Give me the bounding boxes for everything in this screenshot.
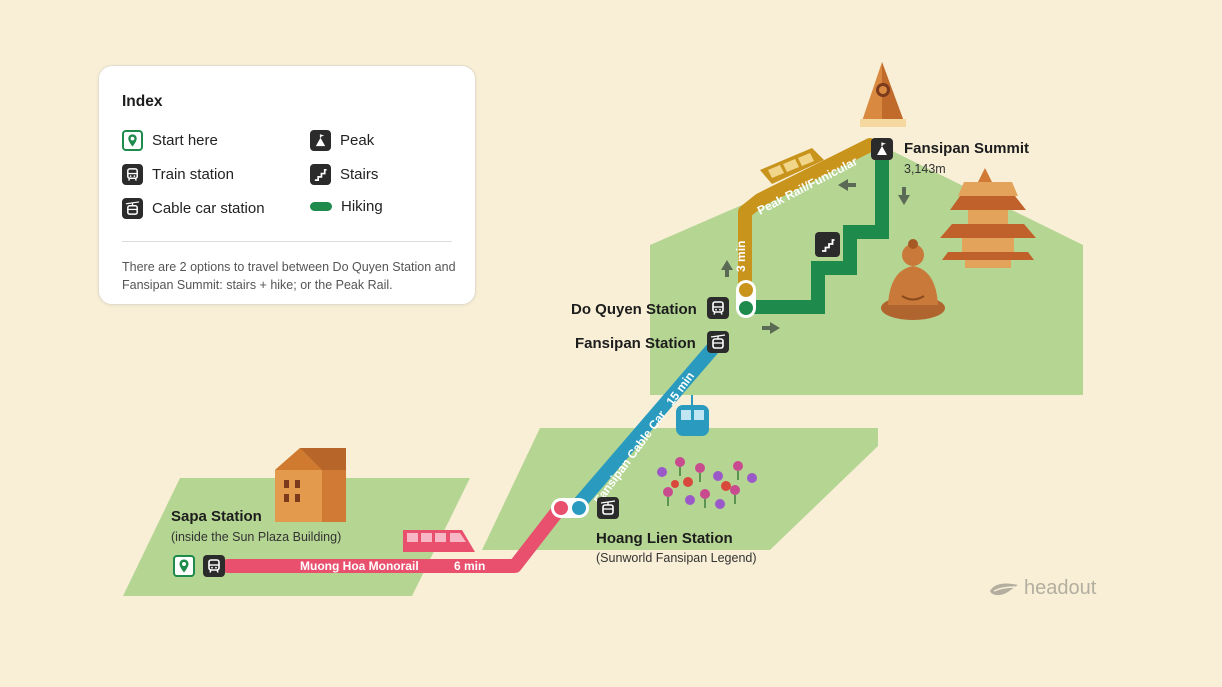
index-divider	[122, 241, 452, 242]
monorail-train-icon	[403, 530, 475, 552]
monorail-route-time: 6 min	[454, 559, 485, 573]
legend-label: Peak	[340, 132, 375, 149]
fansipan-station-name: Fansipan Station	[575, 335, 696, 352]
hoang-lien-station-sub: (Sunworld Fansipan Legend)	[596, 551, 757, 565]
pagoda-icon	[940, 168, 1036, 268]
stairs-icon	[310, 164, 331, 185]
peak-rail-line	[738, 138, 877, 297]
index-legend-card: Index Start here Train station Cable car…	[98, 65, 476, 305]
direction-arrows	[721, 179, 910, 334]
funicular-car-icon	[760, 148, 824, 184]
stairs-marker-icon	[815, 232, 840, 257]
sun-plaza-building-icon	[275, 448, 346, 522]
hoang-lien-station-name: Hoang Lien Station	[596, 530, 733, 547]
sapa-train-station-icon[interactable]	[203, 555, 225, 577]
legend-item-start-here: Start here	[122, 130, 218, 151]
hoang-lien-cable-car-station-icon[interactable]	[597, 497, 619, 519]
legend-label: Cable car station	[152, 200, 265, 217]
do-quyen-station-name: Do Quyen Station	[571, 301, 697, 318]
hiking-line	[752, 155, 889, 314]
arrow-left-icon	[838, 179, 848, 191]
cable-car-line	[571, 333, 727, 512]
hoang-lien-transfer-marker	[551, 498, 589, 518]
headout-logo-text: headout	[1024, 577, 1097, 599]
cable-car-icon	[122, 198, 143, 219]
sapa-station-name: Sapa Station	[171, 508, 262, 525]
buddha-statue-icon	[881, 239, 945, 320]
legend-label: Stairs	[340, 166, 379, 183]
fansipan-cable-car-station-icon[interactable]	[707, 331, 729, 353]
headout-logo: headout	[988, 577, 1096, 600]
fansipan-summit-name: Fansipan Summit	[904, 140, 1030, 157]
index-title: Index	[122, 93, 163, 110]
train-icon	[122, 164, 143, 185]
monorail-route-name: Muong Hoa Monorail	[300, 559, 419, 573]
cable-car-gondola-icon	[676, 395, 709, 436]
arrow-down-icon	[898, 195, 910, 205]
legend-label: Train station	[152, 166, 234, 183]
map-pin-icon	[122, 130, 143, 151]
legend-label: Start here	[152, 132, 218, 149]
arrow-up-icon	[721, 260, 733, 270]
hiking-line-icon	[310, 202, 332, 211]
legend-item-cable-car-station: Cable car station	[122, 198, 265, 219]
headout-logo-icon	[990, 582, 1018, 595]
peak-rail-time-label: 3 min	[734, 241, 748, 272]
flower-field-icon	[657, 457, 757, 509]
land-parcel-hoang-lien	[482, 428, 878, 550]
legend-item-hiking: Hiking	[310, 198, 383, 215]
do-quyen-train-station-icon[interactable]	[707, 297, 729, 319]
arrow-right-icon	[770, 322, 780, 334]
land-parcel-mountain	[650, 145, 1083, 395]
legend-item-stairs: Stairs	[310, 164, 378, 185]
legend-item-peak: Peak	[310, 130, 374, 151]
sapa-station-sub: (inside the Sun Plaza Building)	[171, 530, 342, 544]
do-quyen-transfer-marker	[736, 280, 756, 318]
monorail-line	[221, 501, 567, 573]
legend-item-train-station: Train station	[122, 164, 234, 185]
fansipan-summit-elevation: 3,143m	[904, 162, 946, 176]
index-note: There are 2 options to travel between Do…	[122, 260, 456, 292]
fansipan-summit-peak-icon[interactable]	[871, 138, 893, 160]
legend-label: Hiking	[341, 198, 383, 215]
start-here-map-pin-icon	[173, 555, 195, 577]
summit-peak-cone-icon	[860, 62, 906, 127]
peak-icon	[310, 130, 331, 151]
